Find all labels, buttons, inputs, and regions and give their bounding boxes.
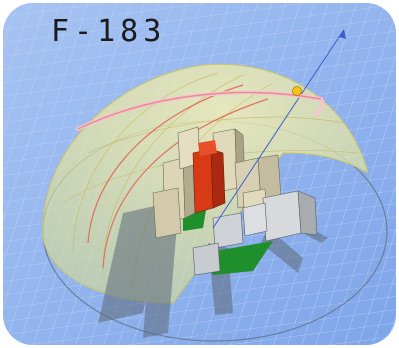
sun-icon — [292, 86, 302, 96]
thumbnail-card[interactable]: F-183 — [3, 3, 396, 345]
figure-label: F-183 — [51, 14, 167, 49]
gray-buildings — [192, 190, 318, 276]
target-building — [192, 140, 226, 214]
solar-simulation-scene — [3, 3, 396, 345]
sun-path-line — [77, 91, 322, 130]
sun-ray-arrow — [339, 29, 346, 39]
sun-ray — [212, 30, 344, 229]
sun-path-arcs — [87, 84, 269, 269]
